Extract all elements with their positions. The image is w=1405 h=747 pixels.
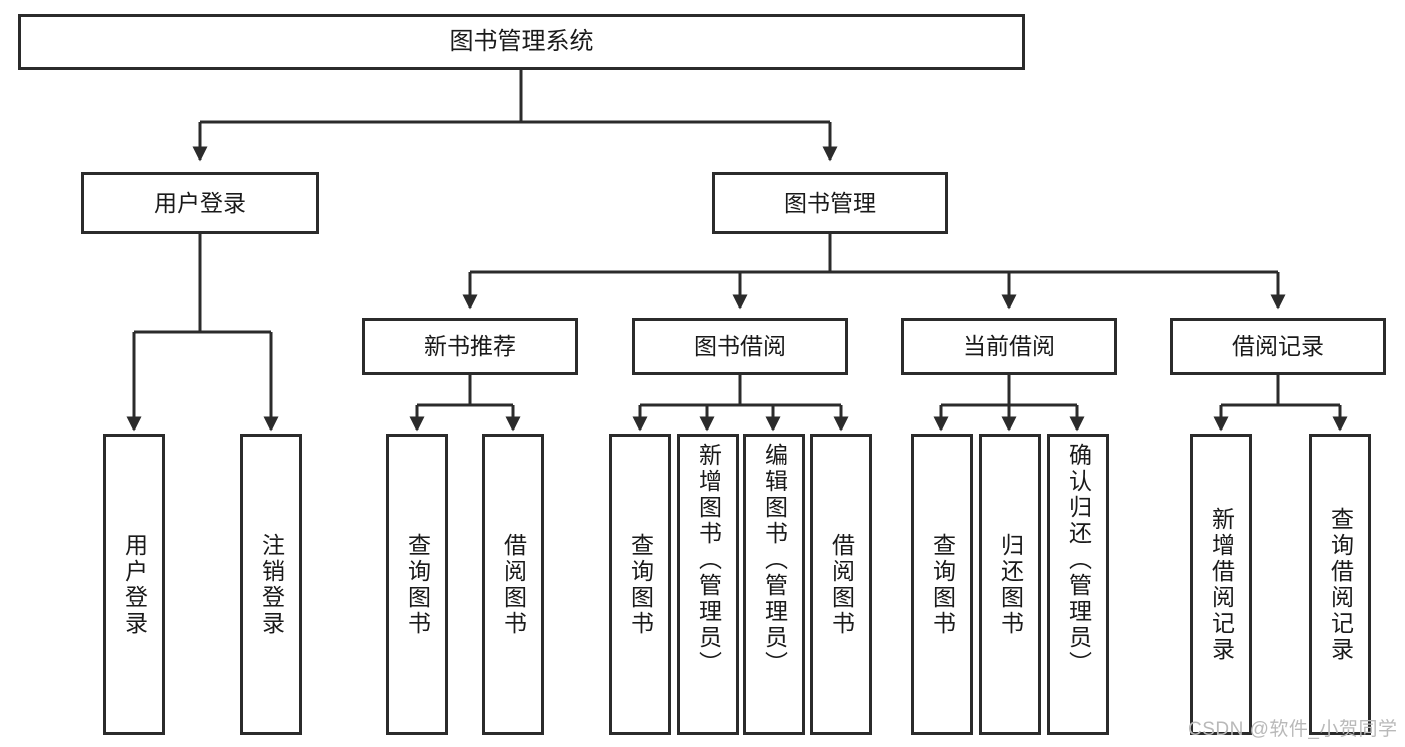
leaf-new-book-borrow[interactable]: 借阅图书 — [482, 434, 544, 735]
leaf-book-borrow-add-label: 新增图书（管理员） — [695, 443, 722, 677]
leaf-current-borrow-return-label: 归还图书 — [997, 532, 1024, 637]
node-book-management-label: 图书管理 — [784, 189, 876, 216]
node-new-book-recommend-label: 新书推荐 — [424, 333, 516, 360]
node-borrow-record[interactable]: 借阅记录 — [1170, 318, 1386, 375]
node-user-login[interactable]: 用户登录 — [81, 172, 319, 234]
leaf-borrow-record-query-label: 查询借阅记录 — [1327, 506, 1354, 663]
leaf-book-borrow-borrow[interactable]: 借阅图书 — [810, 434, 872, 735]
node-borrow-record-label: 借阅记录 — [1232, 333, 1324, 360]
node-book-borrow-label: 图书借阅 — [694, 333, 786, 360]
leaf-borrow-record-add[interactable]: 新增借阅记录 — [1190, 434, 1252, 735]
node-book-borrow[interactable]: 图书借阅 — [632, 318, 848, 375]
leaf-book-borrow-borrow-label: 借阅图书 — [828, 532, 855, 637]
leaf-new-book-query-label: 查询图书 — [404, 532, 431, 637]
leaf-user-login-login-label: 用户登录 — [121, 532, 148, 637]
leaf-user-login-logout-label: 注销登录 — [258, 532, 285, 637]
leaf-current-borrow-query-label: 查询图书 — [929, 532, 956, 637]
leaf-current-borrow-return[interactable]: 归还图书 — [979, 434, 1041, 735]
leaf-book-borrow-query-label: 查询图书 — [627, 532, 654, 637]
node-root-label: 图书管理系统 — [449, 28, 594, 56]
leaf-user-login-login[interactable]: 用户登录 — [103, 434, 165, 735]
leaf-borrow-record-add-label: 新增借阅记录 — [1208, 506, 1235, 663]
node-user-login-label: 用户登录 — [154, 189, 246, 216]
node-current-borrow[interactable]: 当前借阅 — [901, 318, 1117, 375]
leaf-book-borrow-edit-label: 编辑图书（管理员） — [761, 443, 788, 677]
csdn-watermark: CSDN @软件_小贺同学 — [1188, 719, 1398, 740]
leaf-book-borrow-edit[interactable]: 编辑图书（管理员） — [743, 434, 805, 735]
leaf-book-borrow-add[interactable]: 新增图书（管理员） — [677, 434, 739, 735]
node-book-management[interactable]: 图书管理 — [712, 172, 948, 234]
leaf-borrow-record-query[interactable]: 查询借阅记录 — [1309, 434, 1371, 735]
leaf-current-borrow-confirm-label: 确认归还（管理员） — [1065, 443, 1092, 677]
node-new-book-recommend[interactable]: 新书推荐 — [362, 318, 578, 375]
node-root[interactable]: 图书管理系统 — [18, 14, 1025, 70]
leaf-new-book-query[interactable]: 查询图书 — [386, 434, 448, 735]
node-current-borrow-label: 当前借阅 — [963, 333, 1055, 360]
leaf-new-book-borrow-label: 借阅图书 — [500, 532, 527, 637]
leaf-current-borrow-query[interactable]: 查询图书 — [911, 434, 973, 735]
leaf-book-borrow-query[interactable]: 查询图书 — [609, 434, 671, 735]
leaf-current-borrow-confirm[interactable]: 确认归还（管理员） — [1047, 434, 1109, 735]
leaf-user-login-logout[interactable]: 注销登录 — [240, 434, 302, 735]
